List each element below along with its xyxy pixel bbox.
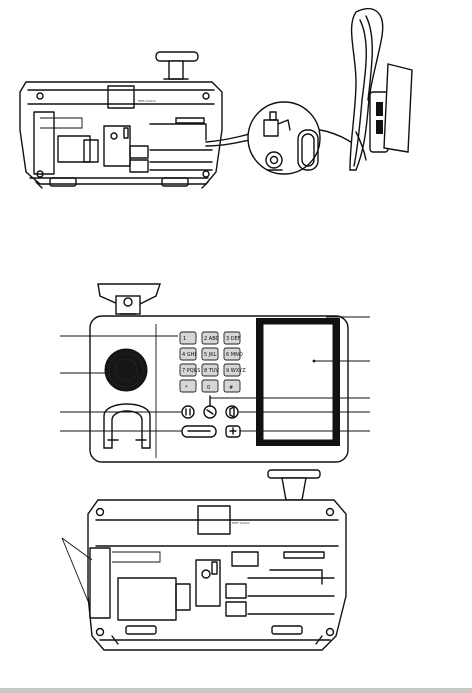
key-2[interactable]: 2 ABC xyxy=(201,331,220,345)
rear-view-top: ═══ ▭▭▭ xyxy=(19,51,223,189)
key-star[interactable]: * xyxy=(179,379,197,393)
svg-text:7 PQRS: 7 PQRS xyxy=(182,368,200,374)
key-5[interactable]: 5 JKL xyxy=(201,347,219,361)
svg-text:6 MNO: 6 MNO xyxy=(226,352,243,358)
svg-text:8 TUV: 8 TUV xyxy=(204,368,219,374)
svg-text:0: 0 xyxy=(207,385,210,391)
key-3[interactable]: 3 DEF xyxy=(223,331,241,345)
callout-leaders-right xyxy=(210,316,370,432)
svg-text:#: # xyxy=(229,385,233,391)
key-0[interactable]: 0 xyxy=(201,379,219,393)
svg-text:═══ ▭▭▭: ═══ ▭▭▭ xyxy=(231,521,250,525)
cradle-hook-bottom xyxy=(267,469,321,501)
key-6[interactable]: 6 MNO xyxy=(223,347,243,361)
key-9[interactable]: 9 WXYZ xyxy=(223,363,246,377)
key-7[interactable]: 7 PQRS xyxy=(179,363,200,377)
svg-text:2 ABC: 2 ABC xyxy=(204,336,220,342)
rear-view-bottom: ═══ ▭▭▭ xyxy=(87,469,347,651)
svg-text:═══ ▭▭▭: ═══ ▭▭▭ xyxy=(137,99,156,103)
callout-leader-bottom-b xyxy=(61,537,91,607)
speaker-grille-icon xyxy=(104,348,148,392)
key-8[interactable]: 8 TUV xyxy=(201,363,219,377)
page-footer-bar xyxy=(0,688,472,693)
svg-text:5 JKL: 5 JKL xyxy=(204,352,217,358)
callout-leaders-left xyxy=(60,335,182,432)
connector-detail-callout xyxy=(247,101,321,175)
mute-icon[interactable] xyxy=(181,405,195,419)
callout-leader-bottom-a xyxy=(61,537,93,561)
port-block-bottom xyxy=(195,559,221,607)
serial-label-bottom xyxy=(197,505,231,535)
key-4[interactable]: 4 GHI xyxy=(179,347,197,361)
phone-base-body-bottom xyxy=(87,499,347,651)
svg-text:4 GHI: 4 GHI xyxy=(182,352,196,358)
svg-text:3 DEF: 3 DEF xyxy=(226,336,241,342)
svg-text:*: * xyxy=(185,385,188,391)
cradle-hook xyxy=(155,51,199,80)
key-hash[interactable]: # xyxy=(223,379,241,393)
handset-cradle xyxy=(103,403,151,449)
connector-plug-icon xyxy=(263,111,291,137)
key-1[interactable]: 1 xyxy=(179,331,197,345)
front-view: 1 2 ABC 3 DEF 4 GHI 5 JKL 6 MNO 7 PQRS 8… xyxy=(89,283,349,463)
display-screen xyxy=(262,323,334,441)
serial-label xyxy=(107,85,135,109)
svg-text:9 WXYZ: 9 WXYZ xyxy=(226,368,246,374)
svg-text:1: 1 xyxy=(183,336,186,342)
dial-keypad: 1 2 ABC 3 DEF 4 GHI 5 JKL 6 MNO 7 PQRS 8… xyxy=(179,331,246,393)
headset-icon xyxy=(349,8,413,171)
phone-base-body xyxy=(19,81,223,185)
handset-top xyxy=(97,283,161,315)
